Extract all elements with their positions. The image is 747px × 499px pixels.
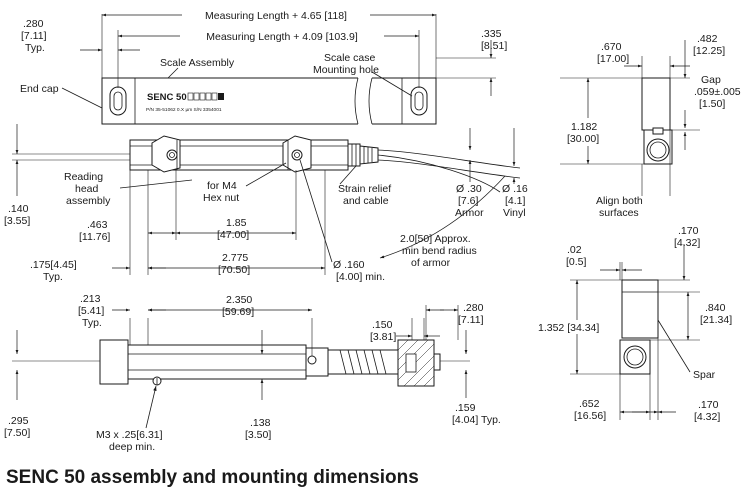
dim-5969: [59.69] bbox=[222, 306, 254, 318]
end-view-top: .670 [17.00] .482 [12.25] Gap .059±.005 … bbox=[560, 33, 741, 219]
dim-670: .670 bbox=[601, 41, 622, 53]
vinyl-diameter-mm: [4.1] bbox=[505, 195, 526, 207]
dim-350: [3.50] bbox=[245, 429, 271, 441]
dim-355: [3.55] bbox=[4, 215, 30, 227]
left-mounting-hole bbox=[109, 86, 127, 116]
hole-diameter: Ø .160 bbox=[333, 259, 365, 271]
dim-840: .840 bbox=[705, 302, 726, 314]
dim-185: 1.85 bbox=[226, 217, 247, 229]
scale-case-label: Scale case bbox=[324, 52, 376, 64]
bend-radius-3: of armor bbox=[411, 257, 451, 269]
dim-295: .295 bbox=[8, 415, 29, 427]
align-label-2: surfaces bbox=[599, 207, 639, 219]
dim-170-top: .170 bbox=[678, 225, 699, 237]
dim-measuring-length-outer: Measuring Length + 4.65 [118] bbox=[205, 10, 347, 22]
reading-head-label-1: Reading bbox=[64, 171, 103, 183]
end-cap-label: End cap bbox=[20, 83, 59, 95]
dim-typ-top: Typ. bbox=[25, 42, 45, 54]
reading-head-label-3: assembly bbox=[66, 195, 111, 207]
reading-head-label-2: head bbox=[75, 183, 99, 195]
m3-depth-label: deep min. bbox=[109, 441, 155, 453]
top-view-dimensions: Measuring Length + 4.65 [118] Measuring … bbox=[4, 8, 528, 283]
end-view-bottom: .02 [0.5] .170 [4.32] 1.352 [34.34] .840… bbox=[535, 225, 732, 423]
top-view: SENC 50 P/N 35-51062 0.X µm S/N 3354001 bbox=[12, 74, 521, 193]
dim-482: .482 bbox=[697, 33, 718, 45]
dim-1352: 1.352 [34.34] bbox=[538, 322, 599, 334]
dim-711-side: [7.11] bbox=[458, 314, 484, 326]
dim-1182: 1.182 bbox=[571, 121, 597, 133]
dim-404: [4.04] Typ. bbox=[452, 414, 501, 426]
dim-432-top: [4.32] bbox=[674, 237, 700, 249]
dim-1176: [11.76] bbox=[79, 231, 110, 243]
strain-relief bbox=[351, 144, 379, 166]
dim-05: [0.5] bbox=[566, 256, 587, 268]
mounting-hole-label: Mounting hole bbox=[313, 64, 379, 76]
dim-463: .463 bbox=[87, 219, 108, 231]
hex-nut-label: Hex nut bbox=[203, 192, 239, 204]
vinyl-diameter: Ø .16 bbox=[502, 183, 528, 195]
align-label-1: Align both bbox=[596, 195, 643, 207]
scale-assembly-label: Scale Assembly bbox=[160, 57, 235, 69]
dim-175-typ: Typ. bbox=[43, 271, 63, 283]
dim-2350: 2.350 bbox=[226, 294, 252, 306]
bend-radius-1: 2.0[50] Approx. bbox=[400, 233, 471, 245]
armor-diameter: Ø .30 bbox=[456, 183, 482, 195]
dim-280-side: .280 bbox=[463, 302, 484, 314]
dim-170-bottom: .170 bbox=[698, 399, 719, 411]
cable bbox=[377, 149, 521, 193]
dim-2134: [21.34] bbox=[700, 314, 732, 326]
dim-1225: [12.25] bbox=[693, 45, 725, 57]
bend-radius-2: min bend radius bbox=[402, 245, 477, 257]
dim-750: [7.50] bbox=[4, 427, 30, 439]
dim-4700: [47.00] bbox=[217, 229, 249, 241]
side-view bbox=[12, 339, 470, 387]
scale-case bbox=[101, 77, 437, 125]
armor-label: Armor bbox=[455, 207, 484, 219]
dim-140: .140 bbox=[8, 203, 29, 215]
strain-relief-label: Strain relief bbox=[338, 183, 391, 195]
dim-3000: [30.00] bbox=[567, 133, 599, 145]
dim-2775: 2.775 bbox=[222, 252, 248, 264]
dim-711-top: [7.11] bbox=[21, 30, 47, 42]
part-number-text: P/N 35-51062 0.X µm S/N 3354001 bbox=[146, 107, 222, 113]
gap-value: .059±.005 bbox=[694, 86, 741, 98]
end-block bbox=[397, 339, 435, 387]
armor-diameter-mm: [7.6] bbox=[458, 195, 479, 207]
dim-280-top: .280 bbox=[23, 18, 44, 30]
dim-150: .150 bbox=[372, 319, 393, 331]
label-barcode bbox=[187, 92, 224, 101]
m3-thread-label: M3 x .25[6.31] bbox=[96, 429, 163, 441]
m4-label: for M4 bbox=[207, 180, 237, 192]
cable-label: and cable bbox=[343, 195, 389, 207]
product-label: SENC 50 bbox=[147, 92, 187, 103]
spring bbox=[327, 349, 399, 375]
right-mounting-hole bbox=[410, 86, 428, 116]
dim-213: .213 bbox=[80, 293, 101, 305]
gap-label: Gap bbox=[701, 74, 721, 86]
dim-1656: [16.56] bbox=[574, 410, 606, 422]
dim-213-typ: Typ. bbox=[82, 317, 102, 329]
dim-138: .138 bbox=[250, 417, 271, 429]
dim-851: [8.51] bbox=[481, 40, 507, 52]
spar-label: Spar bbox=[693, 369, 716, 381]
gap-value-mm: [1.50] bbox=[699, 98, 725, 110]
dim-335: .335 bbox=[481, 28, 502, 40]
side-view-dimensions: .213 [5.41] Typ. 2.350 [59.69] .150 [3.8… bbox=[4, 293, 501, 453]
figure-caption: SENC 50 assembly and mounting dimensions bbox=[6, 467, 419, 488]
dim-381: [3.81] bbox=[370, 331, 396, 343]
dim-measuring-length-inner: Measuring Length + 4.09 [103.9] bbox=[206, 31, 358, 43]
dim-159: .159 bbox=[455, 402, 476, 414]
dim-7050: [70.50] bbox=[218, 264, 250, 276]
dim-1700: [17.00] bbox=[597, 53, 629, 65]
dim-432-bottom: [4.32] bbox=[694, 411, 720, 423]
hole-diameter-mm: [4.00] min. bbox=[336, 271, 385, 283]
dim-02: .02 bbox=[567, 244, 582, 256]
dim-175: .175[4.45] bbox=[30, 259, 77, 271]
vinyl-label: Vinyl bbox=[503, 207, 526, 219]
dim-652: .652 bbox=[579, 398, 600, 410]
dim-541: [5.41] bbox=[78, 305, 104, 317]
